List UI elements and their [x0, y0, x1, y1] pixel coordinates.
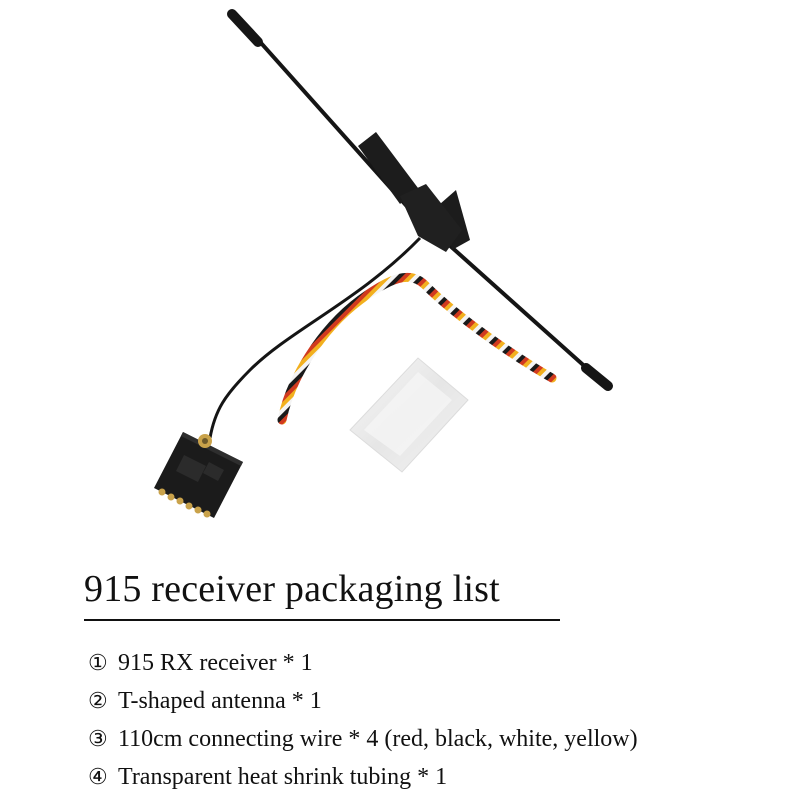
item-number: ① [88, 650, 108, 675]
item-text: 915 RX receiver * 1 [118, 650, 313, 676]
list-item: ③ 110cm connecting wire * 4 (red, black,… [88, 720, 638, 758]
t-antenna [208, 9, 613, 439]
heat-shrink-tubing [349, 357, 469, 473]
item-number: ② [88, 688, 108, 713]
packaging-list: ① 915 RX receiver * 1 ② T-shaped antenna… [88, 644, 638, 796]
list-item: ① 915 RX receiver * 1 [88, 644, 638, 682]
item-text: T-shaped antenna * 1 [118, 688, 322, 714]
item-number: ④ [88, 764, 108, 789]
item-number: ③ [88, 726, 108, 751]
item-text: 110cm connecting wire * 4 (red, black, w… [118, 726, 638, 752]
list-item: ④ Transparent heat shrink tubing * 1 [88, 758, 638, 796]
item-text: Transparent heat shrink tubing * 1 [118, 764, 448, 790]
packaging-list-title: 915 receiver packaging list [84, 568, 500, 610]
product-photo [154, 9, 613, 518]
list-item: ② T-shaped antenna * 1 [88, 682, 638, 720]
title-underline [84, 619, 560, 621]
connecting-wire [277, 272, 557, 425]
receiver-board [154, 432, 243, 518]
